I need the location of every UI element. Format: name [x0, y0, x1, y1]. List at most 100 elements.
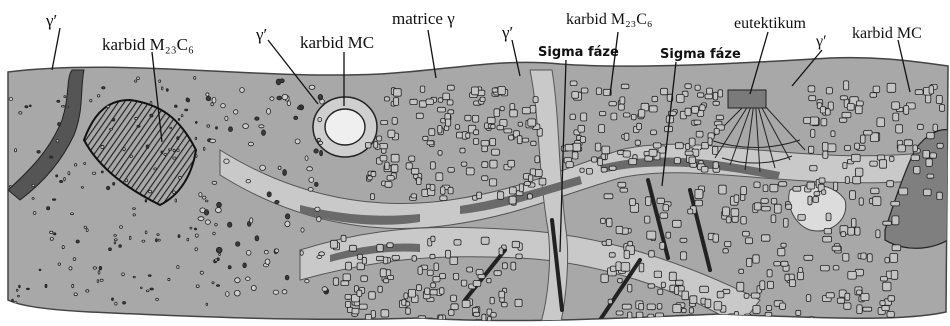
gamma-prime-particle [623, 113, 630, 117]
gamma-prime-particle [170, 127, 172, 129]
gamma-prime-particle [881, 277, 888, 282]
gamma-prime-particle [173, 191, 176, 194]
gamma-prime-particle [522, 108, 530, 114]
gamma-prime-particle [423, 136, 428, 140]
gamma-prime-particle [140, 287, 142, 289]
gamma-prime-particle [314, 149, 318, 153]
gamma-prime-particle [150, 288, 153, 290]
gamma-prime-particle [723, 249, 728, 253]
gamma-prime-particle [675, 286, 679, 294]
gamma-prime-particle [883, 221, 892, 225]
gamma-prime-particle [595, 143, 601, 151]
gamma-prime-particle [491, 125, 495, 129]
gamma-prime-particle [843, 163, 847, 169]
gamma-prime-particle [315, 182, 319, 186]
gamma-prime-particle [350, 245, 357, 251]
gamma-prime-particle [472, 87, 479, 95]
gamma-prime-particle [440, 274, 446, 279]
gamma-prime-particle [402, 299, 406, 305]
gamma-prime-particle [779, 182, 787, 187]
gamma-prime-particle [236, 242, 240, 247]
gamma-prime-particle [718, 90, 723, 97]
gamma-prime-particle [229, 127, 233, 132]
gamma-prime-particle [387, 176, 394, 181]
gamma-prime-particle [346, 262, 352, 270]
gamma-prime-particle [512, 241, 519, 247]
gamma-prime-particle [56, 175, 58, 177]
gamma-prime-particle [212, 181, 217, 184]
gamma-prime-particle [850, 191, 856, 200]
gamma-prime-particle [392, 118, 397, 125]
gamma-prime-particle [747, 258, 752, 266]
gamma-prime-particle [101, 171, 103, 173]
gamma-prime-particle [622, 304, 631, 309]
gamma-prime-particle [380, 156, 387, 162]
gamma-prime-particle [100, 279, 103, 281]
gamma-prime-particle [745, 238, 752, 244]
gamma-prime-particle [677, 95, 685, 103]
gamma-prime-particle [814, 192, 820, 196]
gamma-prime-particle [714, 302, 722, 310]
gamma-prime-particle [194, 77, 196, 80]
gamma-prime-particle [792, 319, 797, 325]
label-matrix-gamma: matrice γ [392, 9, 455, 28]
gamma-prime-particle [500, 107, 504, 111]
gamma-prime-particle [840, 96, 847, 100]
gamma-prime-particle [892, 245, 901, 251]
gamma-prime-particle [451, 295, 457, 301]
gamma-prime-particle [93, 267, 96, 269]
gamma-prime-particle [786, 204, 792, 209]
gamma-prime-particle [809, 146, 814, 153]
gamma-prime-particle [685, 84, 691, 89]
gamma-prime-particle [148, 275, 151, 277]
gamma-prime-particle [455, 125, 459, 130]
gamma-prime-particle [243, 124, 249, 129]
gamma-prime-particle [798, 272, 804, 280]
gamma-prime-particle [623, 151, 630, 157]
gamma-prime-particle [713, 162, 718, 169]
label-carbide-m23c6-left: karbid M₂₃C₆ [102, 35, 194, 54]
gamma-prime-particle [133, 208, 136, 210]
gamma-prime-particle [677, 315, 684, 324]
gamma-prime-particle [343, 274, 350, 281]
gamma-prime-particle [581, 113, 587, 121]
gamma-prime-particle [216, 285, 219, 287]
gamma-prime-particle [877, 118, 885, 127]
gamma-prime-particle [845, 177, 849, 184]
gamma-prime-particle [824, 228, 831, 234]
gamma-prime-particle [16, 289, 18, 291]
gamma-prime-particle [649, 251, 655, 257]
gamma-prime-particle [283, 170, 287, 176]
gamma-prime-particle [798, 268, 802, 273]
gamma-prime-particle [246, 180, 251, 183]
gamma-prime-particle [647, 304, 655, 310]
gamma-prime-particle [361, 276, 368, 282]
gamma-prime-particle [700, 286, 709, 292]
label-carbide-mc-right: karbid MC [852, 25, 922, 42]
gamma-prime-particle [766, 306, 771, 311]
gamma-prime-particle [808, 196, 812, 205]
gamma-prime-particle [695, 85, 700, 90]
gamma-prime-particle [852, 219, 857, 228]
gamma-prime-particle [529, 175, 533, 182]
gamma-prime-particle [673, 305, 681, 313]
gamma-prime-particle [438, 98, 443, 103]
gamma-prime-particle [205, 200, 208, 202]
gamma-prime-particle [524, 182, 530, 186]
gamma-prime-particle [74, 164, 76, 166]
gamma-prime-particle [744, 294, 749, 299]
gamma-prime-particle [887, 83, 896, 92]
gamma-prime-particle [260, 165, 266, 170]
gamma-prime-particle [737, 282, 744, 291]
gamma-prime-particle [447, 85, 454, 90]
gamma-prime-particle [264, 250, 268, 254]
gamma-prime-particle [793, 187, 801, 192]
gamma-prime-particle [611, 113, 617, 120]
gamma-prime-particle [255, 236, 259, 241]
gamma-prime-particle [914, 166, 920, 173]
gamma-prime-particle [522, 138, 528, 142]
gamma-prime-particle [187, 99, 190, 102]
gamma-prime-particle [50, 238, 53, 241]
gamma-prime-particle [621, 84, 629, 89]
gamma-prime-particle [578, 125, 585, 132]
